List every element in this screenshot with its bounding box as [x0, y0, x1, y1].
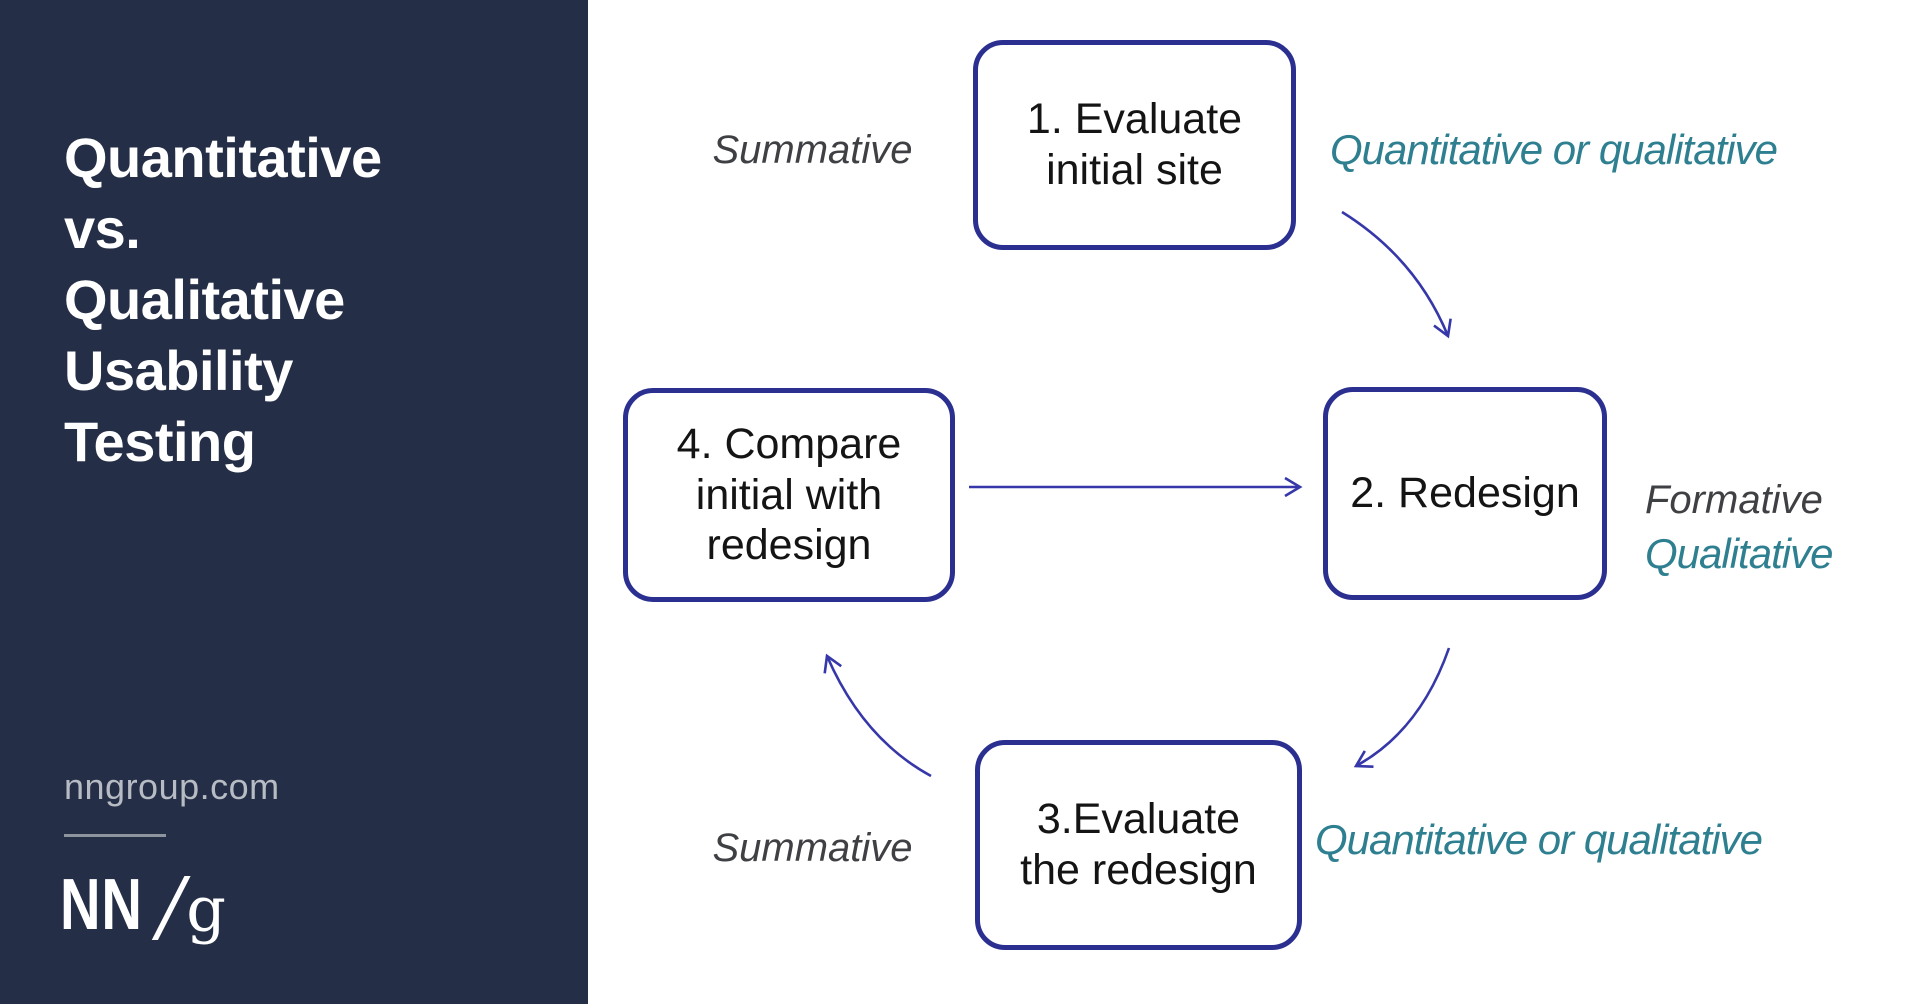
sidebar: Quantitative vs. Qualitative Usability T… — [0, 0, 588, 1004]
nng-logo-nn: NN — [60, 865, 143, 945]
arrow-step1-to-step2 — [1341, 210, 1452, 339]
node-redesign: 2. Redesign — [1323, 387, 1607, 600]
node-evaluate-redesign: 3.Evaluate the redesign — [975, 740, 1302, 950]
slide-title: Quantitative vs. Qualitative Usability T… — [64, 126, 382, 473]
website-url: nngroup.com — [64, 766, 280, 807]
divider-line — [64, 834, 166, 837]
node-compare-initial-with-redesign: 4. Compare initial with redesign — [623, 388, 955, 602]
label-summative-bottom: Summative — [712, 826, 913, 870]
arrow-step2-to-step3 — [1353, 647, 1451, 768]
label-quantitative-or-qualitative-bottom: Quantitative or qualitative — [1315, 816, 1763, 863]
label-quantitative-or-qualitative-top: Quantitative or qualitative — [1330, 126, 1778, 173]
nng-logo-g: g — [186, 873, 226, 946]
nng-logo-slash: / — [158, 862, 185, 952]
label-summative-top: Summative — [712, 128, 913, 172]
nng-logo: NN/g — [60, 858, 226, 952]
node-evaluate-initial-site: 1. Evaluate initial site — [973, 40, 1296, 250]
label-formative-qualitative: Formative Qualitative — [1645, 474, 1833, 580]
label-qualitative: Qualitative — [1645, 530, 1833, 577]
label-formative: Formative — [1645, 478, 1823, 522]
arrow-step3-to-step4 — [823, 653, 932, 778]
